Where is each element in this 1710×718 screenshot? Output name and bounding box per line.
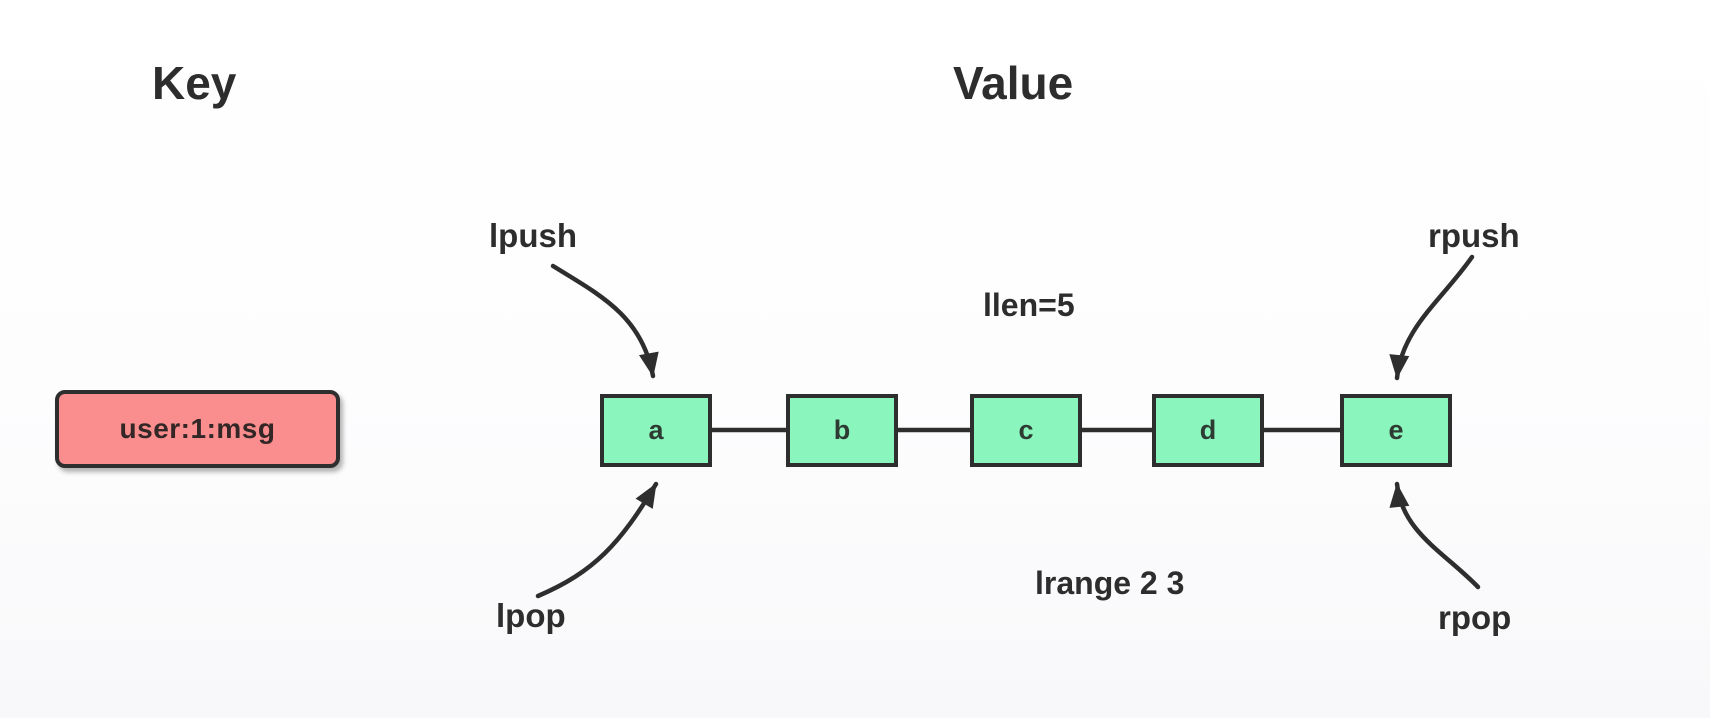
lpush-arrow xyxy=(550,263,659,379)
list-node-e: e xyxy=(1340,394,1452,467)
lpop-arrow xyxy=(535,481,659,599)
list-node-a: a xyxy=(600,394,712,467)
key-box-label: user:1:msg xyxy=(119,413,276,444)
rpop-label: rpop xyxy=(1438,599,1512,636)
value-heading: Value xyxy=(953,57,1074,109)
lrange-label: lrange 2 3 xyxy=(1035,565,1185,601)
key-heading: Key xyxy=(152,57,237,109)
rpush-label: rpush xyxy=(1428,217,1520,254)
rpush-arrow xyxy=(1389,254,1475,381)
list-node-c: c xyxy=(970,394,1082,467)
lpush-label: lpush xyxy=(489,217,577,254)
lpop-label: lpop xyxy=(496,597,566,634)
list-node-b: b xyxy=(786,394,898,467)
key-box: user:1:msg xyxy=(55,390,340,468)
list-node-d: d xyxy=(1152,394,1264,467)
llen-label: llen=5 xyxy=(983,287,1075,323)
rpop-arrow xyxy=(1389,481,1481,590)
